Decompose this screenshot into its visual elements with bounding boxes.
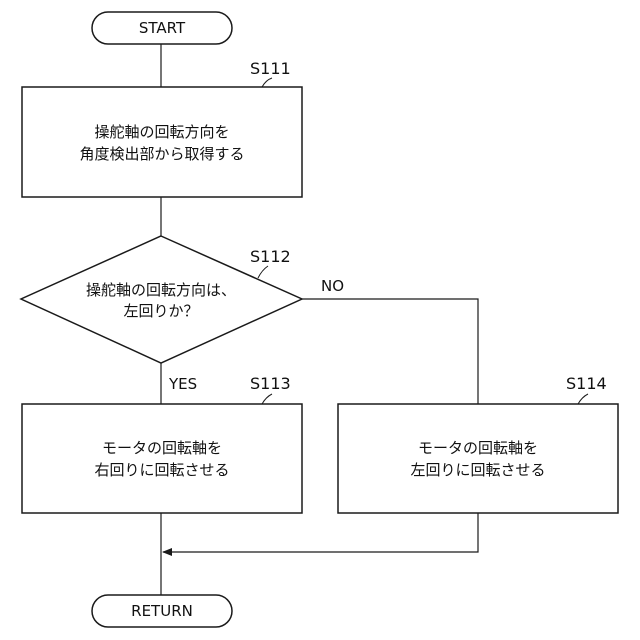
s112-text-line-2: 左回りか？ (123, 302, 198, 320)
return-terminal: RETURN (92, 595, 232, 627)
s113-text-line-1: モータの回転軸を (102, 439, 222, 457)
s113-leader-line (262, 394, 272, 404)
s112-text-line-1: 操舵軸の回転方向は、 (86, 281, 236, 299)
s112-step-label: S112 (250, 247, 291, 266)
s111-text-line-1: 操舵軸の回転方向を (94, 123, 229, 141)
return-label: RETURN (131, 602, 193, 620)
s113-step-label: S113 (250, 374, 291, 393)
s111-text-line-2: 角度検出部から取得する (79, 145, 244, 163)
start-terminal: START (92, 12, 232, 44)
s114-text-line-1: モータの回転軸を (418, 439, 538, 457)
s113-text-line-2: 右回りに回転させる (94, 461, 229, 479)
s111-step-label: S111 (250, 59, 291, 78)
process-box-s111: 操舵軸の回転方向を 角度検出部から取得する (22, 87, 302, 197)
process-box-s114: モータの回転軸を 左回りに回転させる (338, 404, 618, 513)
process-box-s113: モータの回転軸を 右回りに回転させる (22, 404, 302, 513)
s114-leader-line (578, 394, 588, 404)
s112-leader-line (258, 266, 268, 278)
yes-branch-label: YES (168, 375, 197, 393)
start-label: START (139, 19, 186, 37)
s114-step-label: S114 (566, 374, 607, 393)
s114-text-line-2: 左回りに回転させる (410, 461, 545, 479)
connector-s112-no-to-s114 (302, 299, 478, 404)
connector-s114-merge-arrow (163, 513, 478, 552)
s111-leader-line (262, 78, 272, 87)
no-branch-label: NO (321, 277, 344, 295)
